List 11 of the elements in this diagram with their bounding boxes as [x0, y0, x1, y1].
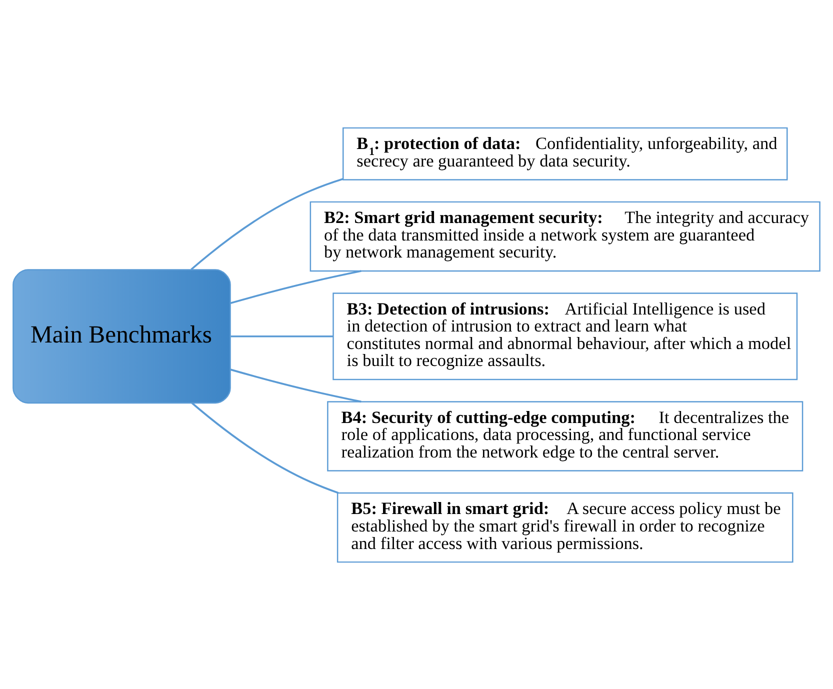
- node-box: B5: Firewall in smart grid: A secure access policy must be established by the smart grid's firewall in order to recognize and filter access with various permissions.: [336, 492, 794, 562]
- node-box: Main Benchmarks: [12, 268, 231, 404]
- connector: [230, 368, 362, 402]
- connector: [191, 402, 339, 494]
- node-box: B$_{1}$: protection of data: Confidentiality, unforgeability, and secrecy are guaranteed by data security.: [342, 126, 788, 180]
- connector: [230, 270, 362, 304]
- node-box: B4: Security of cutting-edge computing: It decentralizes the role of applications, data processing, and functional service realization from the network edge to the central server.: [327, 400, 804, 471]
- node-box: B3: Detection of intrusions: Artificial Intelligence is used in detection of intrusion to extract and learn what constitutes normal and abnormal behaviour, after which a model is built to recognize assaults.: [332, 292, 798, 380]
- node-box: B2: Smart grid management security: The integrity and accuracy of the data transmitted inside a network system are guaranteed by network management security.: [310, 200, 820, 272]
- connector: [190, 178, 344, 270]
- connector: [230, 334, 334, 337]
